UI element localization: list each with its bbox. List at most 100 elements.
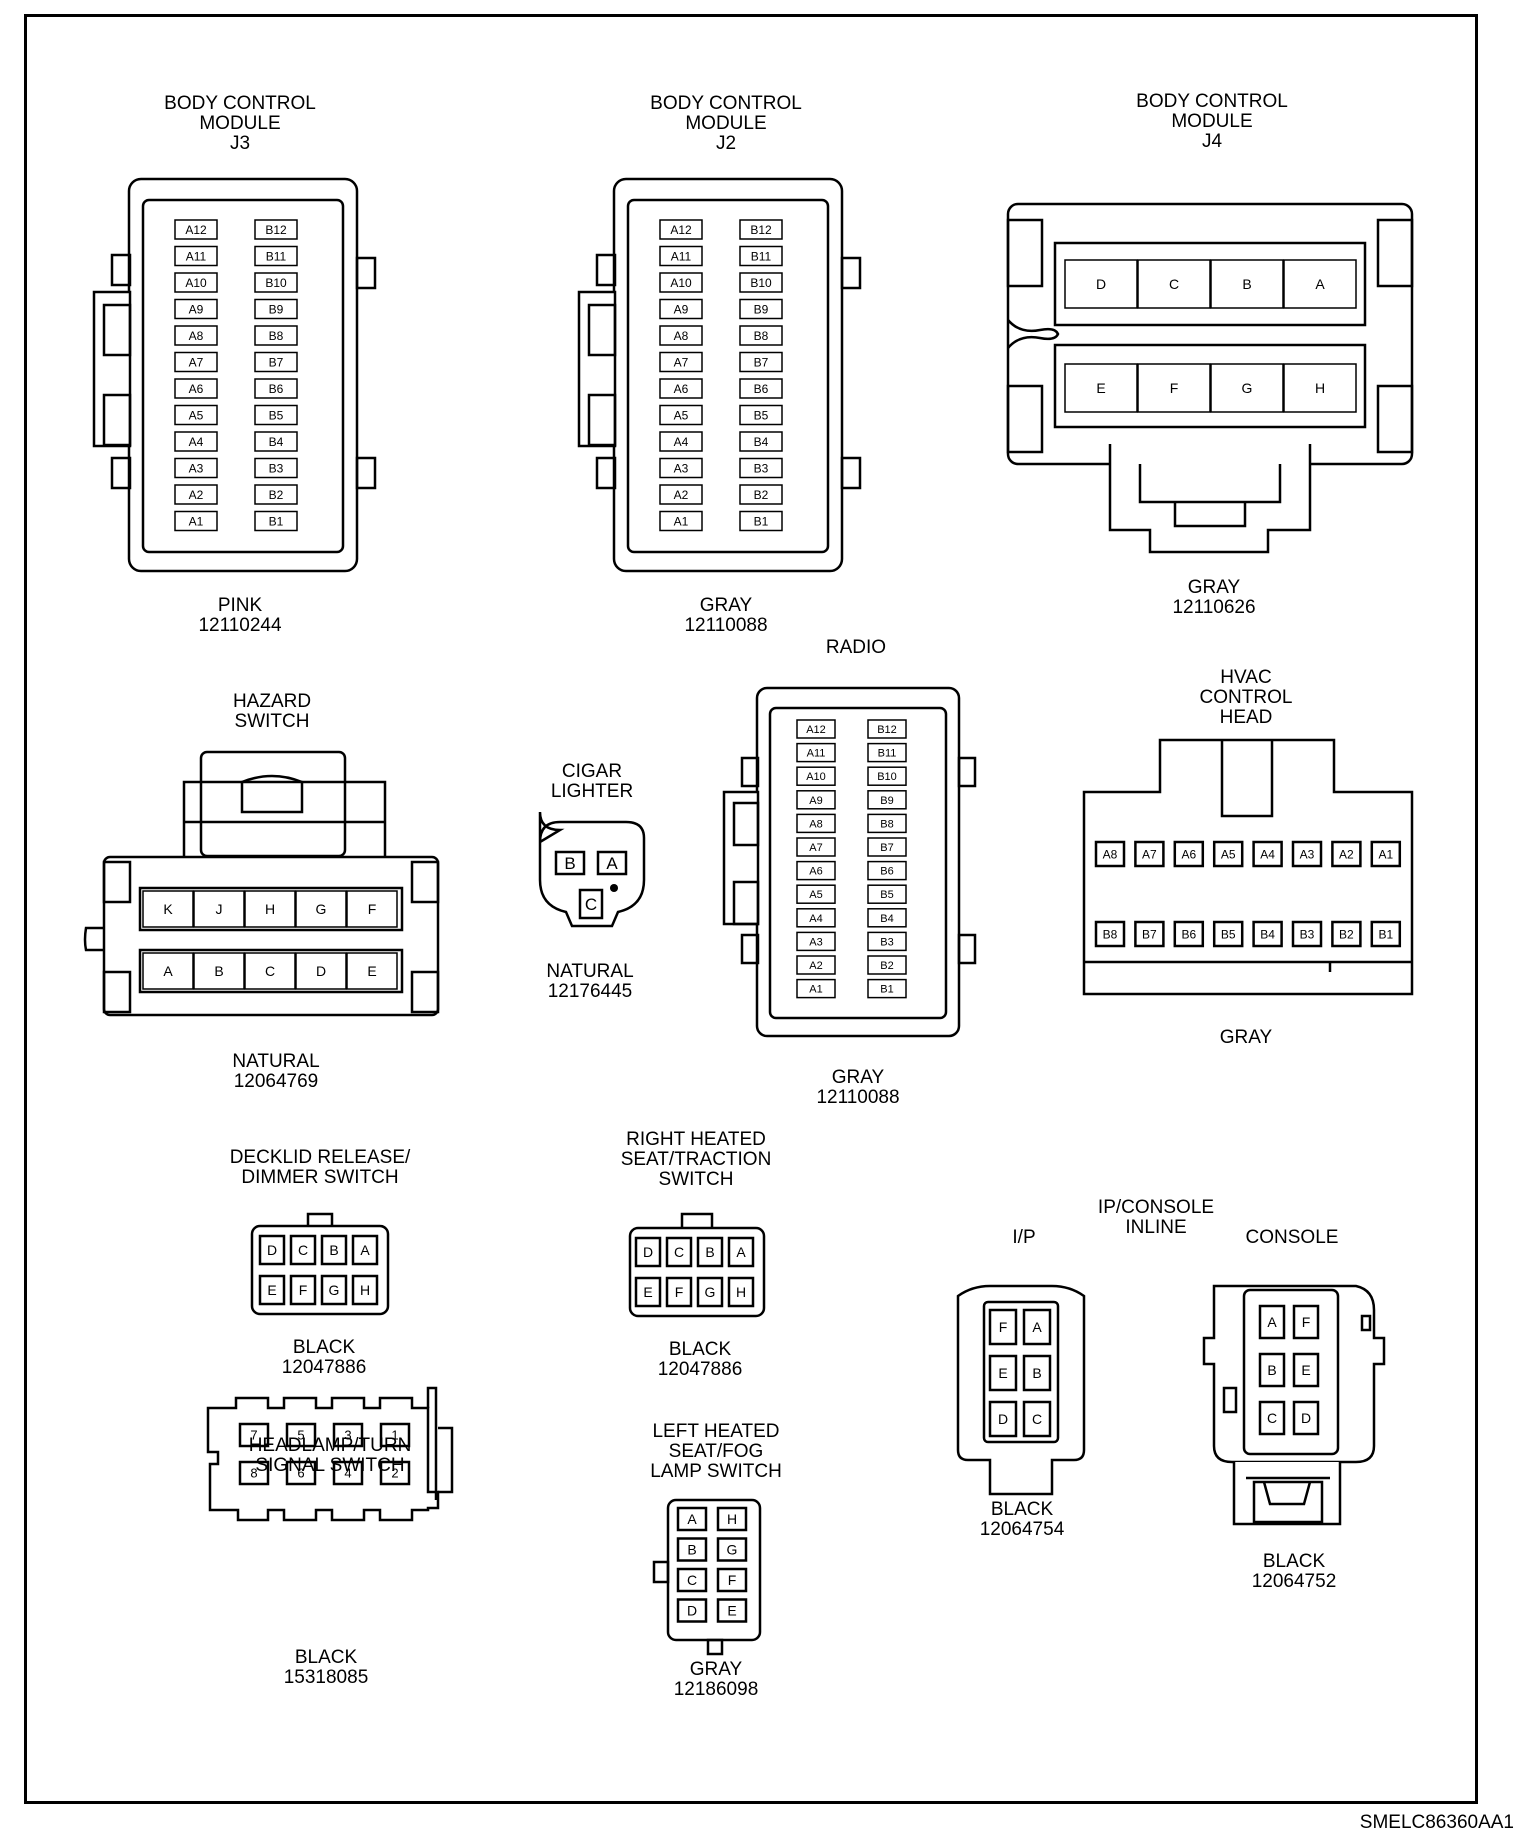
bcm-j3-pin-label: A3 xyxy=(189,461,204,475)
bcm-j2-pin-label: A9 xyxy=(674,302,689,316)
lh-seat-pin-box xyxy=(716,1567,748,1593)
hvac-pin-label: A2 xyxy=(1339,847,1354,861)
decklid-pin-label: C xyxy=(298,1242,308,1258)
bcm-j3-pin-label: B5 xyxy=(269,408,284,422)
radio-pin-box xyxy=(867,790,907,810)
lh-seat-pin-label: E xyxy=(727,1603,736,1619)
headlamp-pin-box xyxy=(332,1422,364,1448)
hvac-pin-box xyxy=(1134,920,1165,948)
lh-seat-pin-box xyxy=(716,1598,748,1623)
bcm-j3-pin-box xyxy=(174,298,218,320)
bcm-j3-pin-box xyxy=(254,219,298,240)
radio-pin-box xyxy=(796,766,836,786)
bcm-j2-pin-box xyxy=(659,219,703,240)
radio-pin-label: A3 xyxy=(809,936,822,948)
radio-pin-label: B11 xyxy=(878,748,897,760)
radio-pin-box xyxy=(796,742,836,763)
bcm-j3-pin-label: A1 xyxy=(189,514,204,528)
bcm-j3-pin-label: B1 xyxy=(269,514,284,528)
hvac-pin-label: B7 xyxy=(1142,927,1157,941)
rh-seat-pin-label: H xyxy=(736,1284,746,1300)
radio-pin-label: B3 xyxy=(880,936,893,948)
radio-pin-box xyxy=(796,884,836,904)
bcm-j2-pin-box xyxy=(659,510,703,532)
headlamp-pin-label: 6 xyxy=(297,1466,304,1481)
hazard-pin-box xyxy=(346,890,398,928)
radio-pin-box xyxy=(867,742,907,763)
rh-seat-pin-box xyxy=(696,1276,724,1308)
bcm-j3-pin-label: A8 xyxy=(189,329,204,343)
radio-pin-box xyxy=(796,931,836,952)
radio-pin-box xyxy=(796,860,836,881)
decklid-pin-label: A xyxy=(360,1242,370,1258)
hazard-pin-label: C xyxy=(265,963,275,979)
bcm-j2-pin-box xyxy=(659,272,703,293)
radio-pin-label: A4 xyxy=(809,913,822,925)
bcm-j3-pin-label: A2 xyxy=(189,488,204,502)
bcm-j2-pin-box xyxy=(739,325,783,346)
bcm-j3-pin-box xyxy=(254,510,298,532)
bcm-j4-pin-label: E xyxy=(1096,380,1105,396)
bcm-j4-pin-box xyxy=(1210,259,1284,309)
cigar-lighter-connector xyxy=(538,811,646,928)
decklid-pin-label: H xyxy=(360,1282,370,1298)
hvac-pin-box xyxy=(1291,840,1323,868)
bcm-j3-pin-label: B8 xyxy=(269,329,284,343)
bcm-j2-pin-label: B6 xyxy=(754,382,769,396)
rh-seat-pin-label: D xyxy=(643,1244,653,1260)
bcm-j3-pin-label: B4 xyxy=(269,435,284,449)
ip-connector xyxy=(956,1284,1086,1496)
decklid-pin-label: G xyxy=(329,1282,340,1298)
hvac-pin-box xyxy=(1173,840,1205,868)
bcm-j2-pin-label: B4 xyxy=(754,435,769,449)
console-pin-label: E xyxy=(1301,1362,1310,1378)
bcm-j4-pin-label: B xyxy=(1242,276,1251,292)
rh-seat-pin-box xyxy=(665,1276,693,1308)
bcm-j3-pin-box xyxy=(174,404,218,426)
bcm-j2-pin-box xyxy=(739,351,783,373)
bcm-j4-pin-label: A xyxy=(1315,276,1325,292)
radio-pin-label: A9 xyxy=(809,795,822,807)
bcm-j4-pin-label: G xyxy=(1242,380,1253,396)
decklid-pin-box xyxy=(289,1234,317,1266)
bcm-j2-pin-box xyxy=(739,431,783,452)
hazard-pin-label: E xyxy=(367,963,376,979)
ip-pin-box xyxy=(988,1308,1018,1346)
bcm-j3-pin-box xyxy=(174,219,218,240)
console-pin-label: A xyxy=(1267,1314,1277,1330)
bcm-j2-pin-label: B2 xyxy=(754,488,769,502)
bcm-j2-pin-label: B5 xyxy=(754,408,769,422)
radio-pin-box xyxy=(867,884,907,904)
bcm-j2-pin-box xyxy=(659,404,703,426)
bcm-j3-pin-box xyxy=(254,272,298,293)
bcm-j3-pin-label: B6 xyxy=(269,382,284,396)
rh-seat-pin-box xyxy=(634,1236,662,1268)
radio-pin-label: B6 xyxy=(880,866,893,878)
rh-seat-pin-box xyxy=(727,1276,755,1308)
hazard-switch-connector xyxy=(83,750,440,1017)
bcm-j2-pin-label: A10 xyxy=(670,276,692,290)
radio-pin-box xyxy=(796,978,836,999)
radio-pin-label: B9 xyxy=(880,795,893,807)
hvac-pin-label: B1 xyxy=(1378,927,1393,941)
radio-pin-label: B7 xyxy=(880,842,893,854)
bcm-j2-connector xyxy=(577,177,862,573)
hvac-pin-box xyxy=(1252,840,1283,868)
bcm-j3-pin-box xyxy=(254,298,298,320)
hvac-pin-label: A6 xyxy=(1181,847,1196,861)
ip-pin-label: D xyxy=(998,1411,1008,1427)
bcm-j3-pin-label: B12 xyxy=(265,223,287,237)
headlamp-pin-label: 8 xyxy=(250,1466,257,1481)
hvac-pin-label: A1 xyxy=(1378,847,1393,861)
hazard-pin-box xyxy=(142,952,194,990)
radio-pin-box xyxy=(867,719,907,739)
radio-pin-label: A7 xyxy=(809,842,822,854)
radio-pin-box xyxy=(867,931,907,952)
console-pin-box xyxy=(1292,1304,1320,1340)
headlamp-pin-label: 7 xyxy=(250,1428,257,1443)
bcm-j3-pin-label: B3 xyxy=(269,461,284,475)
